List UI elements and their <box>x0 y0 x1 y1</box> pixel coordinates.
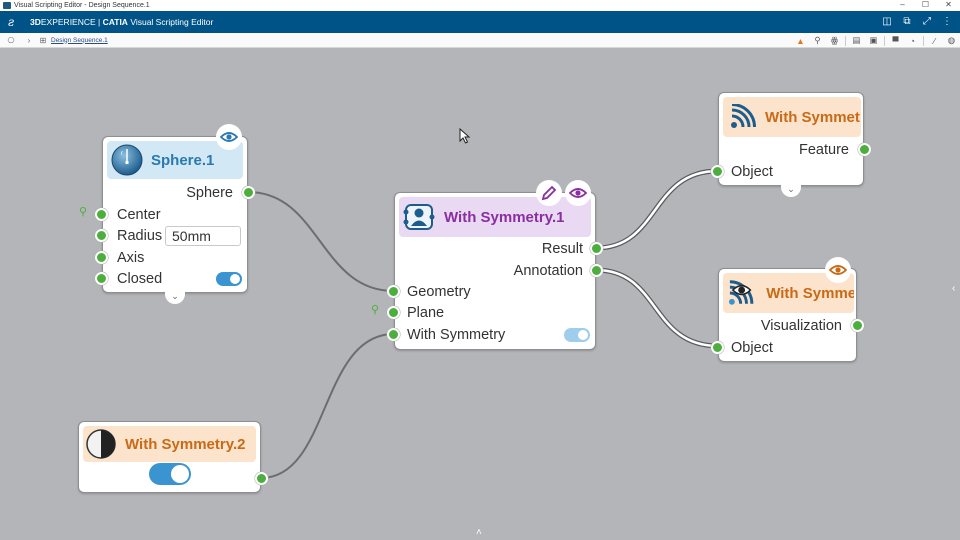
visibility-toggle[interactable] <box>565 180 591 206</box>
maximize-button[interactable]: ☐ <box>921 0 930 9</box>
notes-icon[interactable]: ▤ <box>852 35 861 45</box>
more-icon[interactable]: ⋮ <box>942 16 952 27</box>
output-annotation: Annotation <box>513 263 583 279</box>
input-radius: Radius <box>117 228 163 244</box>
input-with-symmetry: With Symmetry <box>407 327 506 343</box>
breadcrumb-design-sequence[interactable]: Design Sequence.1 <box>51 36 108 44</box>
port-in-geometry[interactable] <box>387 285 400 298</box>
eye-icon <box>569 188 587 198</box>
minimize-button[interactable]: – <box>900 0 905 9</box>
port-in-object[interactable] <box>711 341 724 354</box>
dassault-logo-icon[interactable]: ƨ <box>8 15 15 29</box>
output-feature: Feature <box>799 142 849 158</box>
symmetry2-toggle[interactable] <box>149 463 191 485</box>
node-title: Sphere.1 <box>151 151 215 169</box>
globe-icon[interactable]: ◍ <box>947 35 956 45</box>
node-with-symmetry-2[interactable]: With Symmetry.2 <box>78 421 268 493</box>
half-circle-icon <box>86 429 116 459</box>
divider <box>923 35 924 46</box>
port-in-axis[interactable] <box>95 251 108 264</box>
port-in-plane[interactable] <box>387 306 400 319</box>
share-icon[interactable]: ⧉ <box>903 16 911 27</box>
home-icon[interactable]: ⎔ <box>7 35 15 45</box>
node-title: With Symmetry.2 <box>125 435 246 453</box>
eye-icon <box>829 265 847 275</box>
app-brand: 3DEXPERIENCE | CATIA Visual Scripting Ed… <box>30 17 214 27</box>
app-icon <box>3 2 11 9</box>
visibility-toggle[interactable] <box>825 257 851 283</box>
rss-feed-icon <box>731 104 756 128</box>
input-object: Object <box>731 164 773 180</box>
port-out-result[interactable] <box>590 242 603 255</box>
port-out-feature[interactable] <box>858 143 871 156</box>
port-in-with-symmetry[interactable] <box>387 328 400 341</box>
image-icon[interactable]: ▣ <box>869 35 878 45</box>
timer-icon[interactable]: ◔ <box>909 35 916 46</box>
closed-toggle[interactable] <box>216 272 242 286</box>
visibility-toggle[interactable] <box>216 124 242 150</box>
fullscreen-icon[interactable]: ⤢ <box>923 16 931 27</box>
input-center: Center <box>117 207 161 223</box>
binoculars-icon[interactable]: ꙮ <box>830 35 839 45</box>
warning-icon[interactable]: ▲ <box>796 35 805 46</box>
node-header[interactable]: With Symmet <box>723 97 861 137</box>
node-with-symmetry-feature[interactable]: With Symmet Feature Object ⌄ <box>711 92 871 197</box>
zoom-icon[interactable]: ⚲ <box>814 35 821 45</box>
edit-button[interactable] <box>536 180 562 206</box>
eye-icon <box>220 132 238 142</box>
node-with-symmetry-1[interactable]: With Symmetry.1 Result Annotation Geomet… <box>371 180 603 350</box>
port-out-annotation[interactable] <box>590 264 603 277</box>
input-object: Object <box>731 340 773 356</box>
breadcrumb-separator: › <box>27 35 31 45</box>
app-header: ƨ 3DEXPERIENCE | CATIA Visual Scripting … <box>0 11 960 33</box>
node-header[interactable]: With Symmetry.2 <box>83 426 256 462</box>
port-in-object[interactable] <box>711 165 724 178</box>
mouse-cursor-icon <box>459 128 471 144</box>
pencil-icon <box>541 185 557 201</box>
port-in-center[interactable] <box>95 208 108 221</box>
node-with-symmetry-visualization[interactable]: With Symme Visualization Object <box>711 257 864 362</box>
input-axis: Axis <box>117 250 145 266</box>
port-in-closed[interactable] <box>95 272 108 285</box>
with-symmetry-toggle[interactable] <box>564 328 590 342</box>
svg-text:r: r <box>121 151 123 157</box>
output-result: Result <box>541 241 583 257</box>
link-icon[interactable]: ⚲ <box>79 206 88 218</box>
output-sphere: Sphere <box>186 185 233 201</box>
divider <box>845 35 846 46</box>
visualization-feed-icon <box>728 280 754 305</box>
node-title: With Symmet <box>765 108 860 126</box>
divider <box>884 35 885 46</box>
split-view-icon[interactable]: ◫ <box>882 16 892 27</box>
symmetry-feature-icon <box>403 204 435 230</box>
radius-input[interactable]: 50mm <box>165 226 241 246</box>
input-closed: Closed <box>117 271 163 287</box>
port-in-radius[interactable] <box>95 229 108 242</box>
window-title: Visual Scripting Editor - Design Sequenc… <box>14 2 150 9</box>
magic-wand-icon[interactable]: ⁄ <box>933 35 936 46</box>
sequence-icon: ⊞ <box>39 35 47 45</box>
expand-chevron-icon[interactable]: ⌄ <box>781 185 801 197</box>
input-plane: Plane <box>407 305 445 321</box>
port-out-sphere[interactable] <box>242 186 255 199</box>
port-out-with-symmetry-2[interactable] <box>255 472 268 485</box>
output-visualization: Visualization <box>760 318 842 334</box>
window-controls: – ☐ ✕ <box>891 0 960 11</box>
input-geometry: Geometry <box>407 284 471 300</box>
expand-chevron-icon[interactable]: ⌄ <box>165 292 185 304</box>
node-sphere[interactable]: r Sphere.1 Sphere ⚲ Center Radius 50mm A… <box>79 124 255 304</box>
close-button[interactable]: ✕ <box>945 0 952 9</box>
node-title: With Symmetry.1 <box>444 208 565 226</box>
flag-icon[interactable]: ▀ <box>892 35 899 46</box>
expand-right-panel-icon[interactable]: ‹ <box>952 283 956 294</box>
node-title: With Symme <box>766 284 854 302</box>
window-titlebar: Visual Scripting Editor - Design Sequenc… <box>0 0 960 11</box>
link-icon[interactable]: ⚲ <box>371 304 380 316</box>
node-header[interactable]: With Symmetry.1 <box>399 197 591 237</box>
sphere-icon: r <box>111 144 143 176</box>
expand-bottom-panel-icon[interactable]: ˄ <box>476 527 482 538</box>
port-out-visualization[interactable] <box>851 319 864 332</box>
toolbar: ⎔ › ⊞ Design Sequence.1 ▲ ⚲ ꙮ ▤ ▣ ▀ ◔ ⁄ … <box>0 33 960 48</box>
